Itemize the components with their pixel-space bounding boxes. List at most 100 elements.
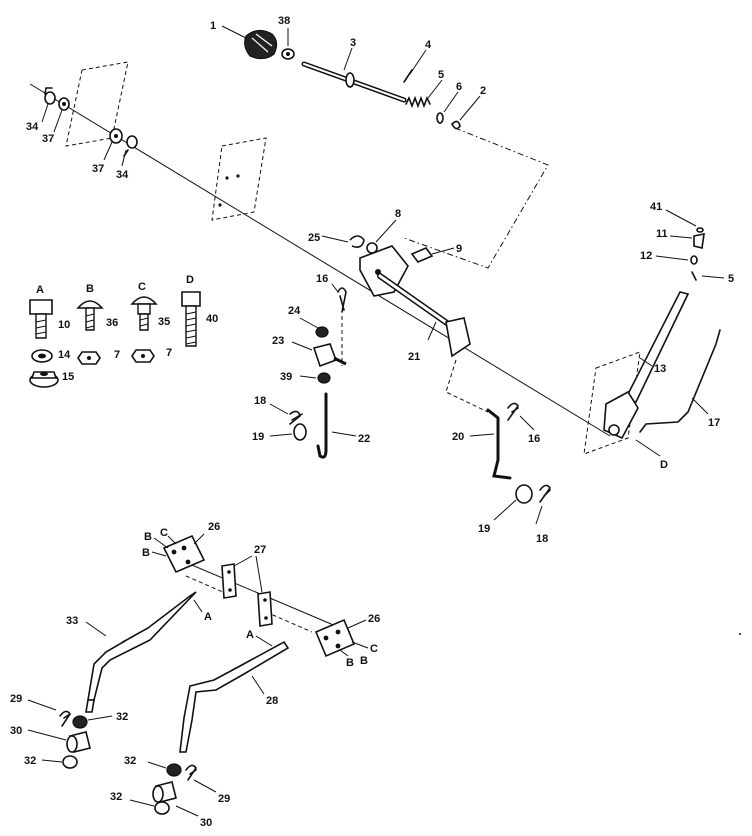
nut-38	[281, 48, 295, 60]
callout-23: 23	[272, 335, 284, 347]
label-B-lower-right: B	[360, 655, 368, 667]
callout-28: 28	[266, 695, 278, 707]
callout-25: 25	[308, 232, 320, 244]
arm-28	[179, 640, 290, 753]
nut-39	[317, 372, 331, 384]
callout-21: 21	[408, 351, 420, 363]
knob-part	[244, 29, 278, 60]
callout-32-lower-left: 32	[24, 755, 36, 767]
callout-29-right: 29	[218, 793, 230, 805]
key-label-C: C	[138, 281, 146, 293]
hairpin-16-left	[337, 287, 347, 313]
callout-7-right: 7	[166, 347, 172, 359]
nut-34-left	[44, 87, 56, 105]
bolt-35	[130, 296, 158, 331]
callout-1: 1	[210, 20, 216, 32]
callout-5: 5	[438, 69, 444, 81]
washer-12	[690, 255, 698, 265]
panel-right	[583, 351, 641, 455]
callout-33: 33	[66, 615, 78, 627]
shaft-3	[301, 61, 407, 103]
callout-19-left: 19	[252, 431, 264, 443]
callout-34-top-left: 34	[26, 121, 39, 133]
nut-7-left	[77, 351, 101, 365]
hairpin-16-right	[507, 402, 519, 421]
cotter-2	[451, 120, 461, 130]
panel-middle-marks	[218, 174, 240, 207]
callout-32-upper-left: 32	[116, 711, 128, 723]
bracket-21	[359, 245, 471, 358]
callout-30-left: 30	[10, 725, 22, 737]
hairpin-18-left	[289, 410, 303, 425]
callout-8: 8	[395, 208, 401, 220]
bolt-36	[76, 300, 104, 331]
callout-2: 2	[480, 85, 486, 97]
callout-24: 24	[288, 305, 301, 317]
dash-line-top	[403, 127, 549, 269]
nut-32-upper-left	[72, 715, 88, 729]
callout-4: 4	[425, 39, 432, 51]
spring-5-right	[691, 271, 697, 281]
lever-20	[486, 408, 512, 480]
speck-mark	[739, 633, 741, 635]
callout-18-right: 18	[536, 533, 548, 545]
hairpin-29-right	[185, 764, 197, 781]
callout-26-upper: 26	[208, 521, 220, 533]
arm-33	[85, 591, 197, 713]
label-B-lower-left: B	[346, 657, 354, 669]
nut-7-right	[131, 349, 155, 363]
bolt-10	[29, 299, 53, 339]
nut-32-upper-right	[166, 763, 182, 777]
callout-14: 14	[58, 349, 71, 361]
block-23	[312, 343, 347, 368]
callout-22: 22	[358, 433, 370, 445]
callout-37-mid: 37	[92, 163, 104, 175]
callout-6: 6	[456, 81, 462, 93]
swivel-30-left	[66, 731, 91, 753]
panel-middle	[211, 137, 267, 221]
key-label-B: B	[86, 283, 94, 295]
plate-26-upper	[162, 534, 206, 574]
callout-17: 17	[708, 417, 720, 429]
pin-9	[410, 247, 434, 263]
pin-4	[403, 69, 413, 83]
callout-41: 41	[650, 201, 662, 213]
cap-41	[696, 227, 704, 233]
callout-40: 40	[206, 313, 218, 325]
callout-10: 10	[58, 319, 70, 331]
lever-13	[603, 291, 690, 440]
callout-34-mid: 34	[116, 169, 129, 181]
link-27-right	[257, 591, 273, 627]
knob-11	[693, 232, 705, 249]
callout-9: 9	[456, 243, 462, 255]
lever-22	[316, 392, 328, 459]
nut-34-right	[123, 135, 138, 157]
callout-36: 36	[106, 317, 118, 329]
callout-39: 39	[280, 371, 292, 383]
plate-26-lower	[314, 618, 356, 658]
callout-12: 12	[640, 250, 652, 262]
key-label-A: A	[36, 284, 44, 296]
label-A-arm-28: A	[246, 629, 254, 641]
callout-27: 27	[254, 544, 266, 556]
label-C-lower: C	[370, 643, 378, 655]
callout-11: 11	[656, 228, 668, 240]
callout-32-lower-right: 32	[110, 791, 122, 803]
hairpin-18-right	[539, 484, 551, 503]
bolt-40	[181, 291, 201, 347]
callout-16-left: 16	[316, 273, 328, 285]
callout-5-right: 5	[728, 273, 734, 285]
callout-D-lever: D	[660, 459, 668, 471]
callout-37-top-left: 37	[42, 133, 54, 145]
callout-13: 13	[654, 363, 666, 375]
label-B-upper-left: B	[144, 531, 152, 543]
hairpin-29-left	[59, 710, 71, 727]
washer-14	[31, 349, 53, 363]
link-27-left	[221, 563, 237, 599]
rod-17	[639, 329, 721, 433]
callout-18-left: 18	[254, 395, 266, 407]
callout-26-lower: 26	[368, 613, 380, 625]
label-B-upper-low: B	[142, 547, 150, 559]
callout-19-right: 19	[478, 523, 490, 535]
